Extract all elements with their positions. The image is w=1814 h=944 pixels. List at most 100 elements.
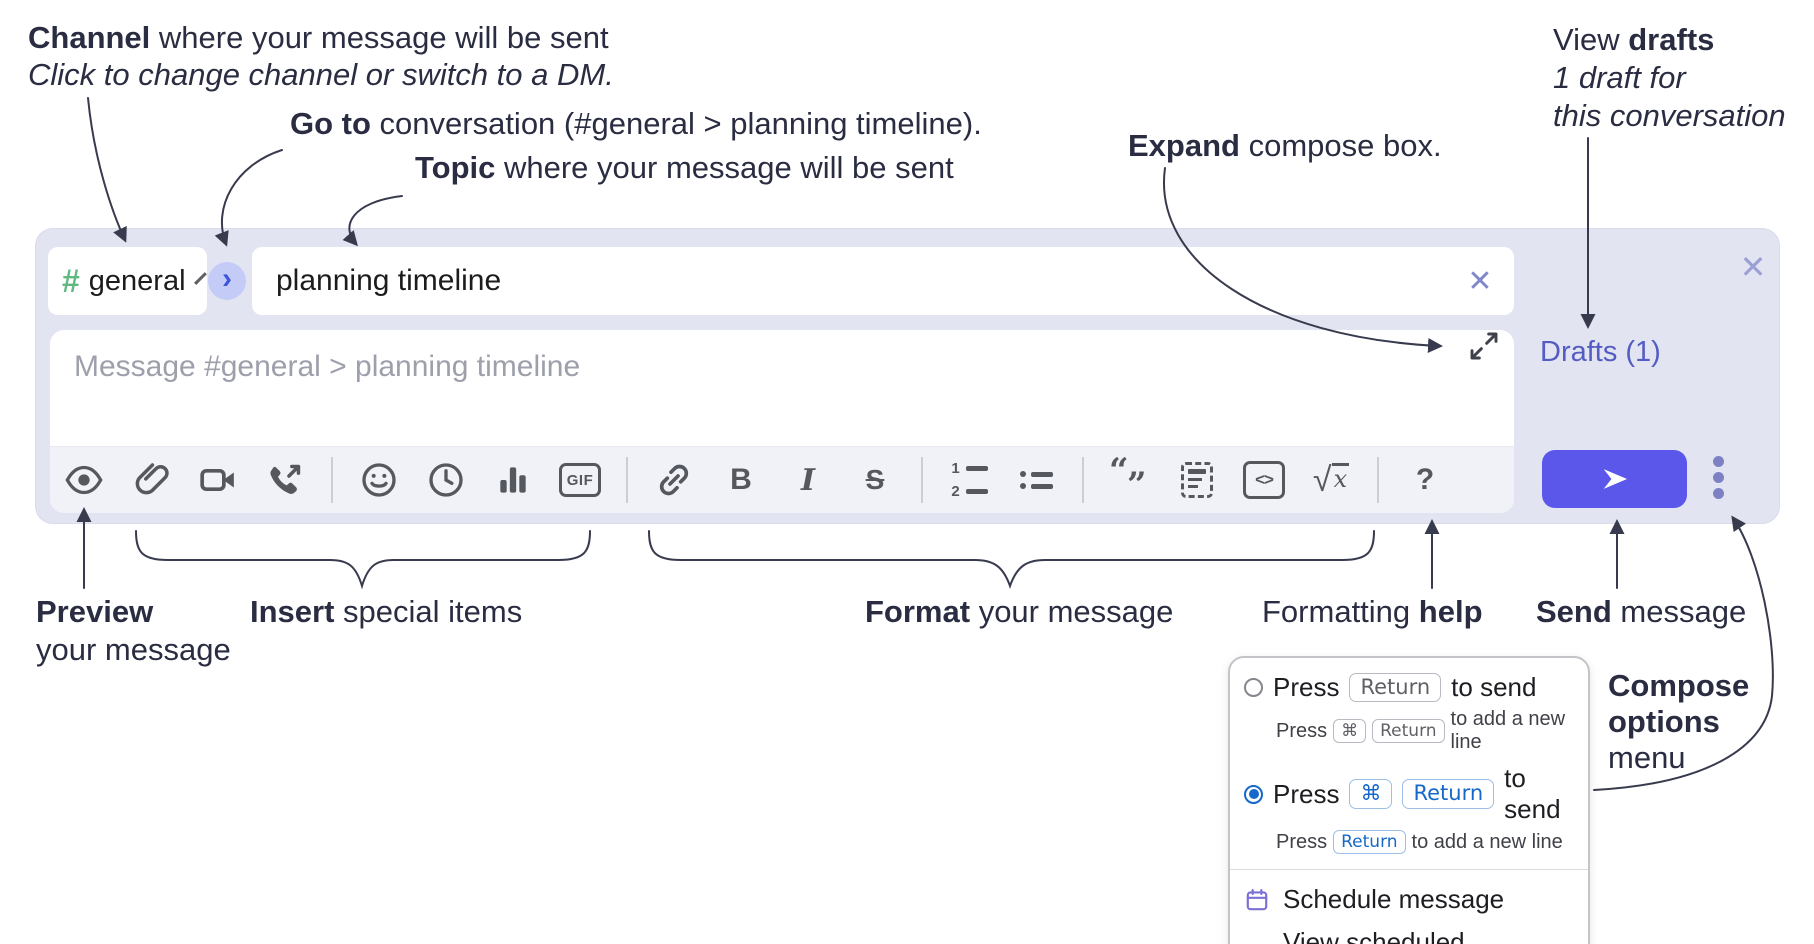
brace-insert [135, 530, 591, 590]
annotation-formatting-help-bold: help [1418, 594, 1483, 629]
expand-compose-icon[interactable] [1468, 330, 1500, 362]
opt1-sub-key-return: Return [1372, 718, 1445, 744]
formula-button[interactable]: √x [1310, 456, 1352, 504]
toolbar-divider [1082, 457, 1084, 503]
toolbar-divider [921, 457, 923, 503]
annotation-topic-rest: where your message will be sent [495, 150, 954, 185]
schedule-clock-icon[interactable] [425, 456, 467, 504]
help-label: ? [1415, 463, 1435, 496]
annotation-compose-options: Compose options menu [1608, 668, 1749, 776]
topic-input[interactable] [252, 247, 1514, 315]
emoji-icon[interactable] [358, 456, 400, 504]
annotation-expand-rest: compose box. [1239, 128, 1442, 163]
annotation-drafts-line3: this conversation [1553, 98, 1786, 133]
option-return-to-send-sub: Press ⌘ Return to add a new line [1230, 705, 1588, 761]
option-cmd-return-to-send[interactable]: Press ⌘ Return to send [1230, 761, 1588, 827]
option-cmd-return-to-send-sub: Press Return to add a new line [1230, 827, 1588, 861]
annotation-goto-rest: conversation (#general > planning timeli… [370, 106, 982, 141]
sqrt-sign: √ [1312, 461, 1332, 499]
annotation-channel-rest: where your message will be sent [150, 20, 609, 55]
view-scheduled-label: View scheduled messages [1283, 927, 1465, 944]
send-icon [1603, 469, 1627, 489]
annotation-view-drafts-bold: drafts [1628, 22, 1715, 57]
blockquote-button[interactable]: “” [1109, 451, 1147, 505]
preview-eye-icon[interactable] [63, 456, 105, 504]
clear-topic-icon[interactable]: ✕ [1467, 265, 1493, 298]
gif-icon[interactable]: GIF [559, 456, 601, 504]
annotation-channel-sub: Click to change channel or switch to a D… [28, 57, 614, 92]
video-icon[interactable] [197, 456, 239, 504]
option-return-to-send[interactable]: Press Return to send [1230, 670, 1588, 705]
audio-call-icon[interactable] [264, 456, 306, 504]
opt2-sub-press: Press [1276, 830, 1328, 853]
annotation-format-bold: Format [865, 594, 971, 629]
ordered-list-button[interactable]: 1 2 [948, 456, 990, 504]
annotation-insert-rest: special items [334, 594, 523, 629]
annotation-expand: Expand compose box. [1128, 128, 1442, 164]
bold-button[interactable]: B [720, 456, 762, 504]
annotation-expand-bold: Expand [1128, 128, 1240, 163]
opt2-sub-key-return: Return [1333, 830, 1406, 855]
annotation-preview-line2: your message [36, 632, 231, 667]
compose-toolbar: GIF B I S 1 2 “” [50, 446, 1514, 513]
channel-hash-icon: # [62, 262, 80, 299]
annotation-send: Send message [1536, 594, 1746, 630]
toolbar-divider [626, 457, 628, 503]
channel-selector-button[interactable]: # general [48, 247, 207, 315]
annotation-compose-line3: menu [1608, 740, 1686, 775]
channel-name: general [88, 264, 186, 297]
message-input[interactable]: Message #general > planning timeline [50, 330, 1514, 446]
annotation-topic: Topic where your message will be sent [415, 150, 954, 186]
compose-options-menu-button[interactable] [1713, 456, 1724, 499]
annotation-drafts-line2: 1 draft for [1553, 60, 1686, 95]
attach-paperclip-icon[interactable] [130, 456, 172, 504]
radio-selected-icon[interactable] [1244, 784, 1263, 804]
opt2-press: Press [1273, 778, 1340, 809]
gif-label: GIF [559, 463, 601, 497]
toolbar-divider [1377, 457, 1379, 503]
opt1-tail: to send [1451, 672, 1537, 702]
menu-item-schedule-message[interactable]: Schedule message [1230, 878, 1588, 921]
send-button[interactable] [1542, 450, 1687, 508]
menu-item-view-scheduled[interactable]: View scheduled messages [1230, 921, 1588, 944]
compose-options-popup: Press Return to send Press ⌘ Return to a… [1228, 656, 1590, 944]
radio-unselected-icon[interactable] [1244, 678, 1263, 697]
opt2-key-return: Return [1402, 779, 1495, 809]
opt2-sub-tail: to add a new line [1411, 830, 1563, 853]
annotation-insert-bold: Insert [250, 594, 335, 629]
opt1-sub-tail: to add a new line [1450, 708, 1566, 753]
annotation-formatting-help-pre: Formatting [1262, 594, 1419, 629]
annotation-view-drafts-pre: View [1553, 22, 1629, 57]
formatting-help-button[interactable]: ? [1404, 456, 1446, 504]
link-icon[interactable] [653, 456, 695, 504]
code-block-button[interactable] [1176, 456, 1218, 504]
annotation-formatting-help: Formatting help [1262, 594, 1483, 630]
poll-chart-icon[interactable] [492, 456, 534, 504]
chevron-right-icon: › [222, 262, 232, 295]
chevron-down-icon [193, 271, 207, 285]
italic-button[interactable]: I [787, 456, 829, 504]
annotation-compose-line2: options [1608, 704, 1720, 739]
opt1-press: Press [1273, 672, 1340, 702]
goto-conversation-button[interactable]: › [208, 262, 246, 300]
close-icon[interactable]: ✕ [1739, 249, 1767, 285]
opt1-key-return: Return [1349, 672, 1442, 703]
annotation-channel-bold: Channel [28, 20, 151, 55]
annotation-goto: Go to conversation (#general > planning … [290, 106, 982, 142]
strikethrough-button[interactable]: S [854, 456, 896, 504]
opt1-sub-key-cmd: ⌘ [1333, 718, 1367, 744]
olist-2: 2 [951, 483, 960, 500]
toolbar-divider [331, 457, 333, 503]
annotation-preview-bold: Preview [36, 594, 154, 629]
annotation-insert: Insert special items [250, 594, 522, 630]
annotation-topic-bold: Topic [415, 150, 496, 185]
opt2-tail: to send [1504, 763, 1561, 824]
brace-format [648, 530, 1375, 590]
drafts-link[interactable]: Drafts (1) [1540, 336, 1661, 368]
arrow-to-channel [87, 97, 127, 243]
bullet-list-button[interactable] [1015, 456, 1057, 504]
inline-code-label: <> [1243, 461, 1285, 499]
inline-code-button[interactable]: <> [1243, 456, 1285, 504]
bold-label: B [730, 463, 752, 496]
